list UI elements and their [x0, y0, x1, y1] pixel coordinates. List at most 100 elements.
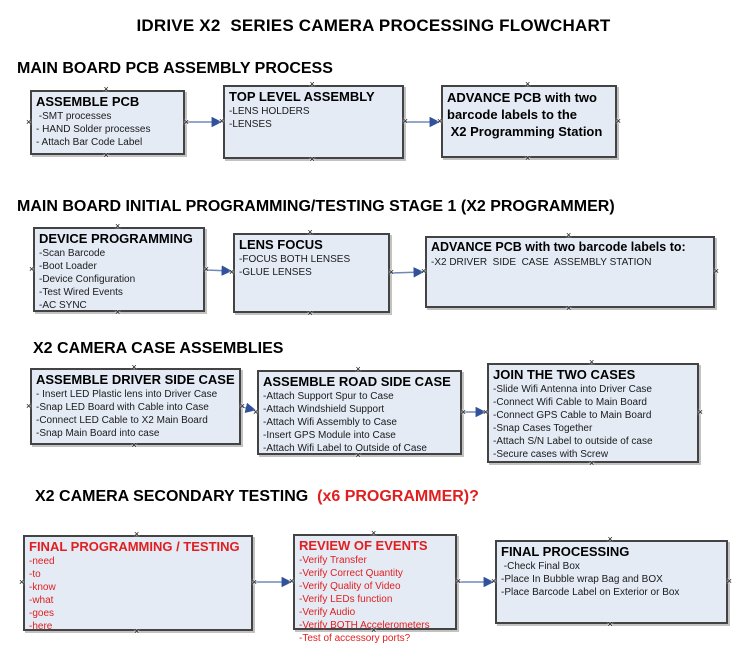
box-top-level-assembly: TOP LEVEL ASSEMBLY -LENS HOLDERS-LENSES … [219, 80, 408, 164]
connection-point-icon: × [131, 362, 137, 372]
box-lines: -LENS HOLDERS -LENSES [229, 105, 398, 131]
box-line: -Verify LEDs function [299, 594, 393, 605]
box-line: -Snap Cases Together [493, 423, 593, 434]
box-line: -Place In Bubble wrap Bag and BOX [501, 574, 663, 585]
box-final-processing: FINAL PROCESSING -Check Final Box -Place … [491, 535, 732, 629]
box-lines: -Slide Wifi Antenna into Driver Case-Con… [493, 383, 693, 461]
box-title: TOP LEVEL ASSEMBLY [229, 89, 375, 104]
connection-point-icon: × [253, 406, 259, 417]
section-header-red-part: (x6 PROGRAMMER)? [312, 488, 479, 505]
connection-point-icon: × [307, 308, 313, 318]
box-title: ASSEMBLE ROAD SIDE CASE [263, 374, 451, 389]
box-title: ADVANCE PCB with two barcode labels to: [431, 240, 686, 254]
box-line: -Verify Correct Quantity [299, 568, 403, 579]
connection-point-icon: × [726, 576, 732, 586]
connection-point-icon: × [566, 230, 572, 240]
box-line: -AC SYNC [39, 300, 87, 311]
box-line: -LENS HOLDERS [229, 106, 310, 117]
connection-point-icon: × [697, 407, 703, 417]
connection-point-icon: × [115, 307, 121, 317]
box-line: -FOCUS BOTH LENSES [239, 254, 351, 265]
section-header-black-part: X2 CAMERA SECONDARY TESTING [35, 488, 313, 505]
box-line: -Test Wired Events [39, 287, 123, 298]
connection-point-icon: × [309, 79, 315, 89]
box-line: -Check Final Box [501, 561, 580, 572]
flow-arrow [390, 267, 425, 278]
box-line: -Snap Main Board into case [36, 428, 160, 439]
connection-point-icon: × [239, 400, 245, 411]
box-review-of-events: REVIEW OF EVENTS -Verify Transfer-Verify… [289, 529, 461, 645]
box-line: -Attach Support Spur to Case [263, 391, 394, 402]
connection-point-icon: × [607, 619, 613, 629]
box-line: -Verify Transfer [299, 555, 367, 566]
box-title: ASSEMBLE DRIVER SIDE CASE [36, 372, 235, 387]
connection-point-icon: × [525, 79, 531, 89]
section-header-secondary-testing: X2 CAMERA SECONDARY TESTING (x6 PROGRAMM… [35, 488, 479, 506]
box-assemble-road-side-case: ASSEMBLE ROAD SIDE CASE -Attach Support … [253, 365, 466, 460]
section-header-pcb-assembly: MAIN BOARD PCB ASSEMBLY PROCESS [17, 60, 333, 77]
box-lines: -Attach Support Spur to Case-Attach Wind… [263, 390, 456, 455]
section-header-case-assemblies: X2 CAMERA CASE ASSEMBLIES [33, 340, 284, 357]
box-lines: -X2 DRIVER SIDE CASE ASSEMBLY STATION [431, 256, 709, 269]
connection-point-icon: × [525, 153, 531, 163]
connection-point-icon: × [29, 263, 35, 274]
connection-point-icon: × [589, 458, 595, 468]
connection-point-icon: × [607, 534, 613, 544]
section-header-initial-programming: MAIN BOARD INITIAL PROGRAMMING/TESTING S… [17, 198, 615, 215]
connection-point-icon: × [437, 115, 443, 126]
connection-point-icon: × [491, 576, 497, 586]
box-title: ASSEMBLE PCB [36, 94, 140, 109]
connection-point-icon: × [103, 84, 109, 94]
connection-point-icon: × [307, 227, 313, 237]
connection-point-icon: × [371, 528, 377, 538]
connection-point-icon: × [19, 577, 25, 587]
box-line: -Connect LED Cable to X2 Main Board [36, 415, 208, 426]
box-final-programming-testing: FINAL PROGRAMMING / TESTING -need-to-kno… [19, 530, 257, 636]
connection-point-icon: × [355, 450, 361, 460]
box-line: -what [29, 595, 54, 606]
connection-point-icon: × [388, 267, 394, 277]
box-line: -Verify Quality of Video [299, 581, 401, 592]
box-line: -X2 DRIVER SIDE CASE ASSEMBLY STATION [431, 257, 652, 268]
box-assemble-driver-side-case: ASSEMBLE DRIVER SIDE CASE - Insert LED P… [26, 363, 245, 450]
connection-point-icon: × [26, 400, 32, 411]
connection-point-icon: × [615, 115, 621, 126]
box-lines: -SMT processes- HAND Solder processes- A… [36, 110, 179, 149]
connection-point-icon: × [713, 266, 719, 276]
box-title: REVIEW OF EVENTS [299, 538, 428, 553]
box-line: -Snap LED Board with Cable into Case [36, 402, 209, 413]
box-line: -Test of accessory ports? [299, 633, 411, 644]
page-title: IDRIVE X2 SERIES CAMERA PROCESSING FLOWC… [136, 16, 611, 35]
box-line: -Boot Loader [39, 261, 97, 272]
connection-point-icon: × [421, 266, 427, 276]
box-line: -Scan Barcode [39, 248, 106, 259]
box-lines: -Verify Transfer -Verify Correct Quantity… [299, 554, 451, 645]
connection-point-icon: × [131, 440, 137, 450]
box-title: DEVICE PROGRAMMING [39, 231, 193, 246]
box-title: FINAL PROCESSING [501, 544, 630, 559]
connection-point-icon: × [115, 221, 121, 231]
box-line: -here [29, 621, 53, 632]
box-join-the-two-cases: JOIN THE TWO CASES -Slide Wifi Antenna i… [483, 358, 703, 468]
box-line: -Verify Audio [299, 607, 356, 618]
box-line: -Attach Wifi Assembly to Case [263, 417, 397, 428]
box-lines: -FOCUS BOTH LENSES -GLUE LENSES [239, 253, 384, 279]
box-line: -Slide Wifi Antenna into Driver Case [493, 384, 652, 395]
box-line: -to [29, 569, 41, 580]
flow-arrow [205, 265, 233, 276]
box-line: - Attach Bar Code Label [36, 137, 143, 148]
box-line: -Attach S/N Label to outside of case [493, 436, 653, 447]
box-line: - HAND Solder processes [36, 124, 151, 135]
box-lines: -need-to-know-what-goes-here [29, 555, 247, 633]
connection-point-icon: × [134, 529, 140, 539]
connection-point-icon: × [134, 626, 140, 636]
box-line: -GLUE LENSES [239, 267, 312, 278]
box-line: -LENSES [229, 119, 272, 130]
box-title: LENS FOCUS [239, 237, 323, 252]
box-lines: -Scan Barcode-Boot Loader-Device Configu… [39, 247, 199, 312]
box-advance-pcb-driver-side-station: ADVANCE PCB with two barcode labels to: … [421, 231, 719, 313]
box-line: -need [29, 556, 55, 567]
box-line: -Insert GPS Module into Case [263, 430, 396, 441]
connection-point-icon: × [229, 267, 235, 277]
